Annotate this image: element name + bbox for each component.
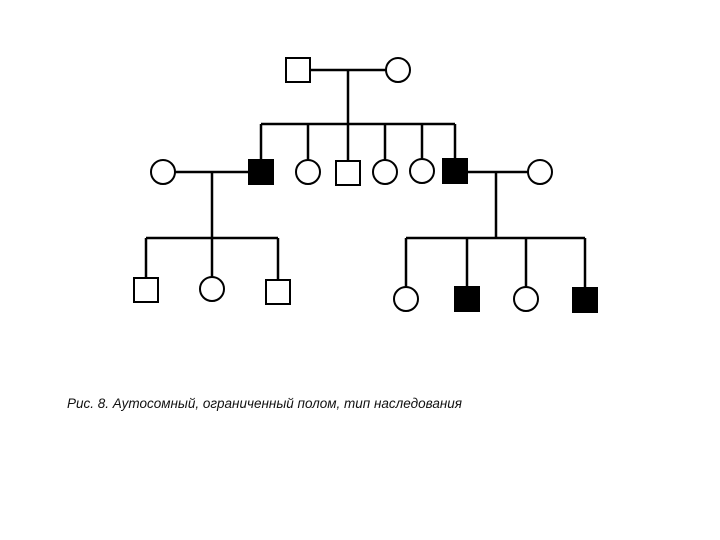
unaffected-male-iii-3 <box>265 279 291 305</box>
unaffected-male-i-1 <box>285 57 311 83</box>
unaffected-male-ii-4 <box>335 160 361 186</box>
figure-caption: Рис. 8. Аутосомный, ограниченный полом, … <box>67 396 463 411</box>
affected-male-iii-5 <box>454 286 480 312</box>
unaffected-female-iii-2 <box>199 276 225 302</box>
affected-male-iii-7 <box>572 287 598 313</box>
unaffected-female-ii-8 <box>527 159 553 185</box>
unaffected-female-iii-4 <box>393 286 419 312</box>
pedigree-symbols <box>133 57 598 313</box>
unaffected-female-i-2 <box>385 57 411 83</box>
pedigree-lines <box>144 68 587 288</box>
affected-male-ii-2 <box>248 159 274 185</box>
unaffected-female-iii-6 <box>513 286 539 312</box>
unaffected-female-ii-3 <box>295 159 321 185</box>
unaffected-female-ii-5 <box>372 159 398 185</box>
affected-male-ii-7 <box>442 158 468 184</box>
unaffected-female-ii-6 <box>409 158 435 184</box>
unaffected-female-ii-1 <box>150 159 176 185</box>
unaffected-male-iii-1 <box>133 277 159 303</box>
